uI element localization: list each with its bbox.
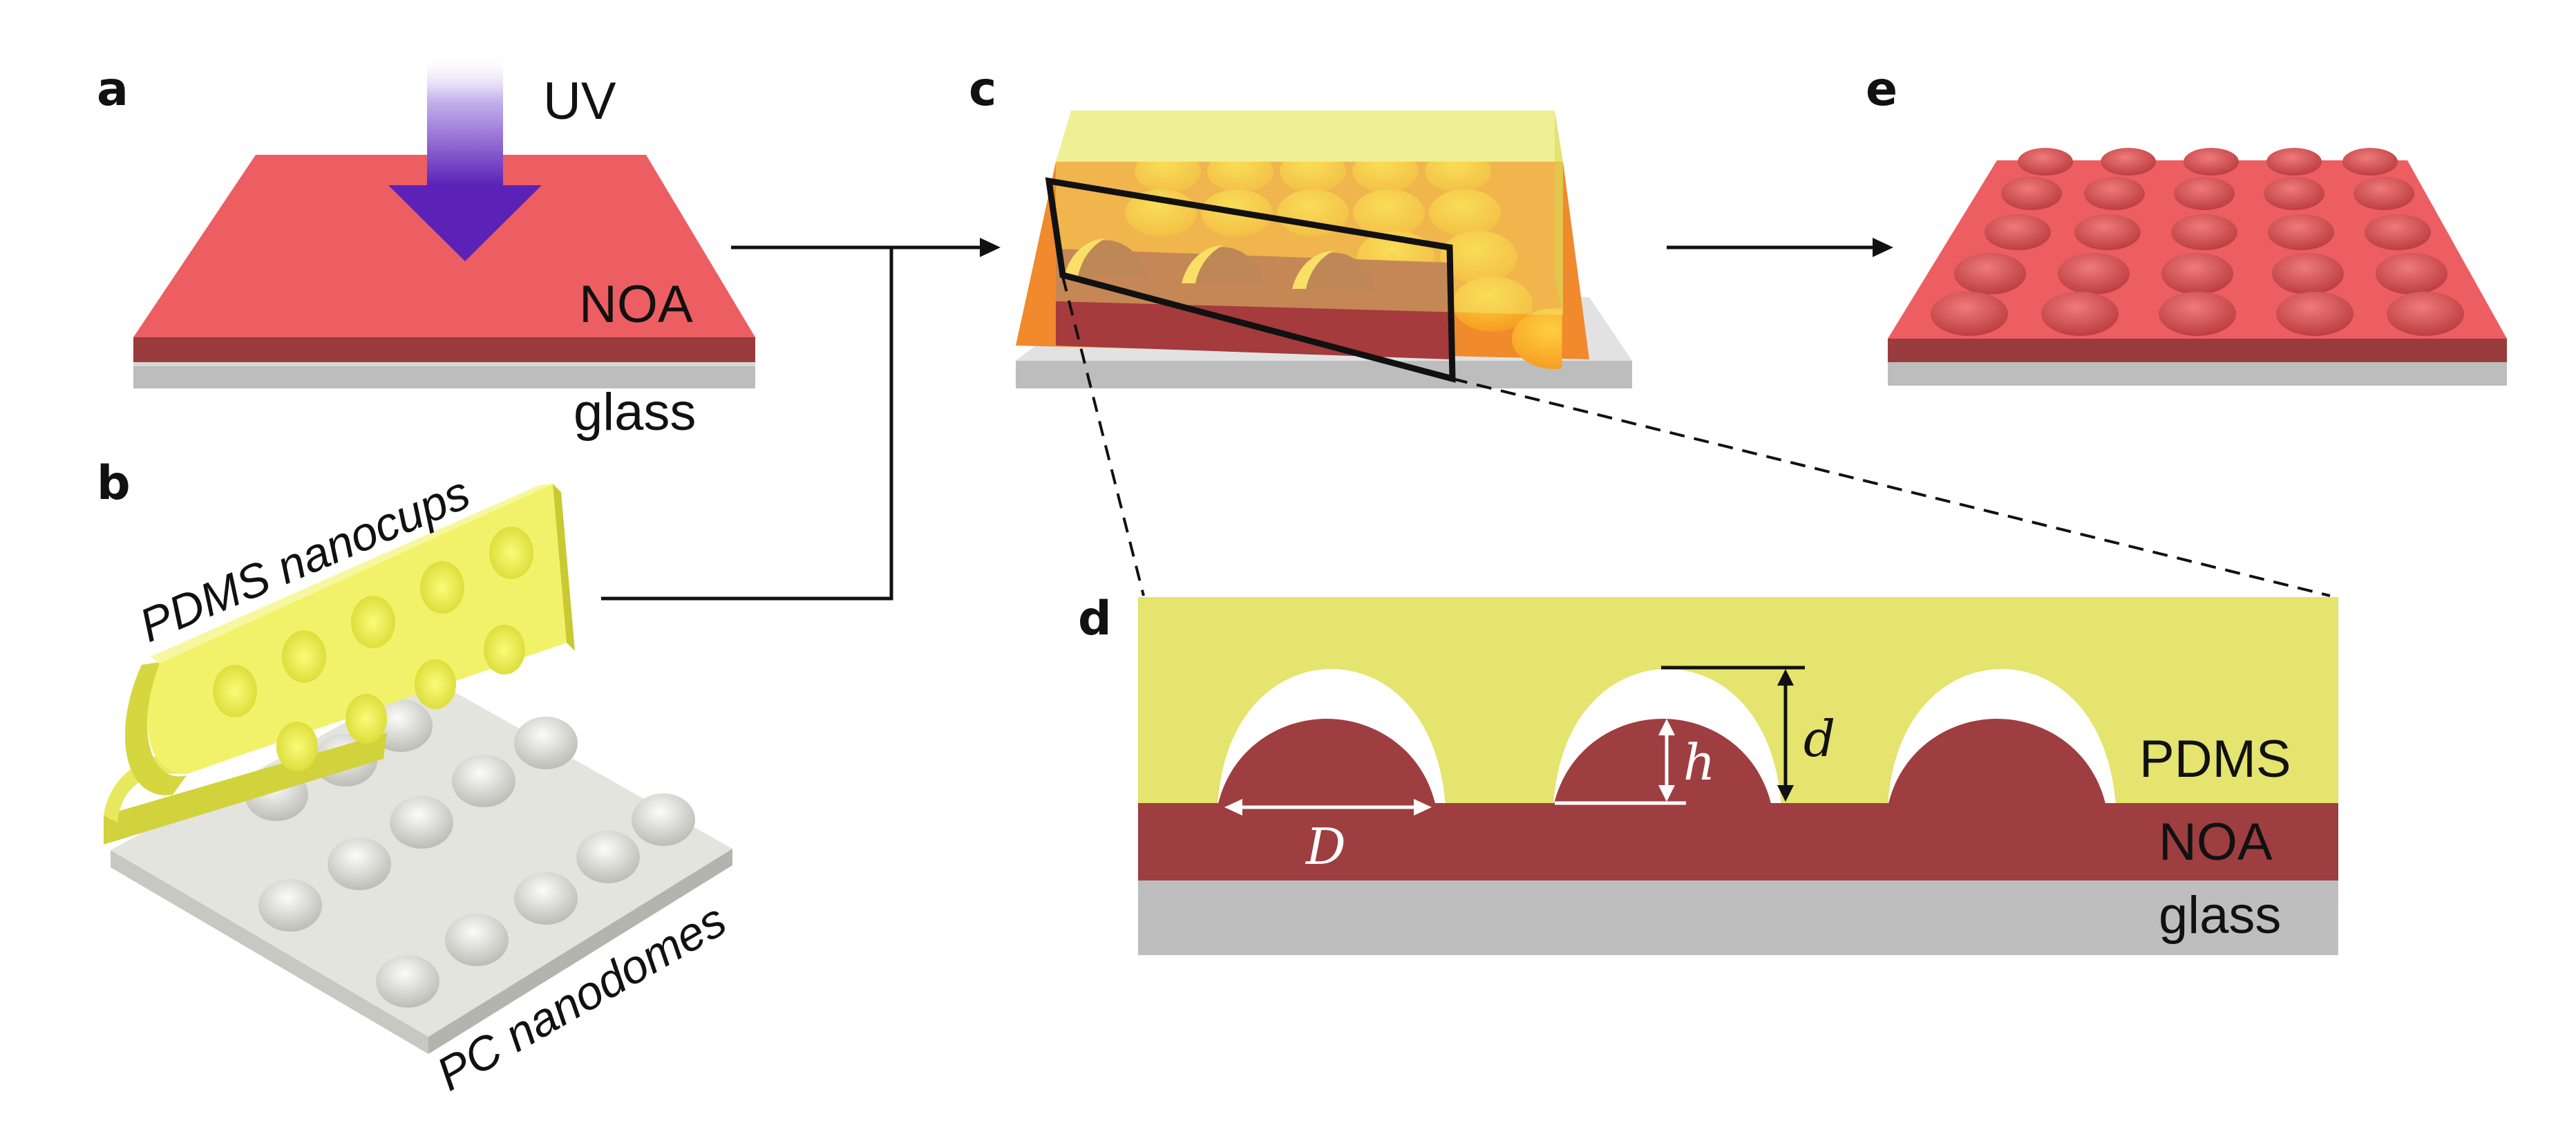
glass-substrate-c bbox=[1016, 361, 1632, 388]
uv-arrow bbox=[388, 54, 542, 261]
height-arrow bbox=[1555, 719, 1686, 805]
panel-e: e bbox=[1866, 62, 2507, 386]
glass-substrate-a bbox=[133, 359, 755, 388]
panel-letter-a: a bbox=[97, 62, 129, 117]
glass-substrate-e bbox=[1888, 359, 2507, 386]
diameter-label: D bbox=[1305, 818, 1346, 876]
pc-substrate-side bbox=[111, 850, 428, 1054]
diameter-arrow bbox=[1224, 799, 1432, 816]
noa-layer-top-a bbox=[133, 155, 755, 337]
glass-label-a: glass bbox=[574, 383, 696, 442]
glass-layer-d bbox=[1138, 880, 2338, 955]
panel-letter-c: c bbox=[969, 62, 996, 117]
connector-ab-to-c bbox=[601, 245, 988, 601]
arrow-head-to-c bbox=[980, 238, 1001, 257]
noa-label-d: NOA bbox=[2159, 813, 2273, 872]
uv-label: UV bbox=[543, 72, 616, 131]
panel-letter-e: e bbox=[1866, 62, 1897, 117]
pc-nanodomes bbox=[245, 699, 695, 1008]
panel-c: c bbox=[969, 62, 1632, 388]
panel-letter-d: d bbox=[1078, 592, 1112, 646]
arrow-head-to-e bbox=[1873, 238, 1893, 257]
depth-arrow bbox=[1661, 666, 1805, 802]
pc-substrate-top bbox=[111, 677, 732, 1037]
panel-d: d D h bbox=[1078, 592, 2338, 955]
pdms-block-c bbox=[1056, 111, 1563, 315]
pdms-nanocups bbox=[213, 527, 533, 771]
panel-b: b bbox=[97, 456, 735, 1101]
noa-nanodomes-d bbox=[1218, 719, 2106, 807]
glass-label-d: glass bbox=[2159, 886, 2281, 945]
zoom-lines bbox=[1061, 276, 2331, 597]
panel-a: a UV NOA glass bbox=[97, 54, 755, 442]
panel-letter-b: b bbox=[97, 456, 131, 511]
noa-label-a: NOA bbox=[579, 275, 693, 334]
cross-section-domes-c bbox=[1056, 238, 1451, 359]
height-label: h bbox=[1683, 733, 1715, 791]
noa-nanodomes-e bbox=[1931, 148, 2464, 336]
depth-label: d bbox=[1803, 710, 1835, 768]
pdms-label-d: PDMS bbox=[2139, 730, 2291, 789]
noa-layer-side-a bbox=[133, 337, 755, 362]
noa-layer-d bbox=[1138, 803, 2338, 880]
